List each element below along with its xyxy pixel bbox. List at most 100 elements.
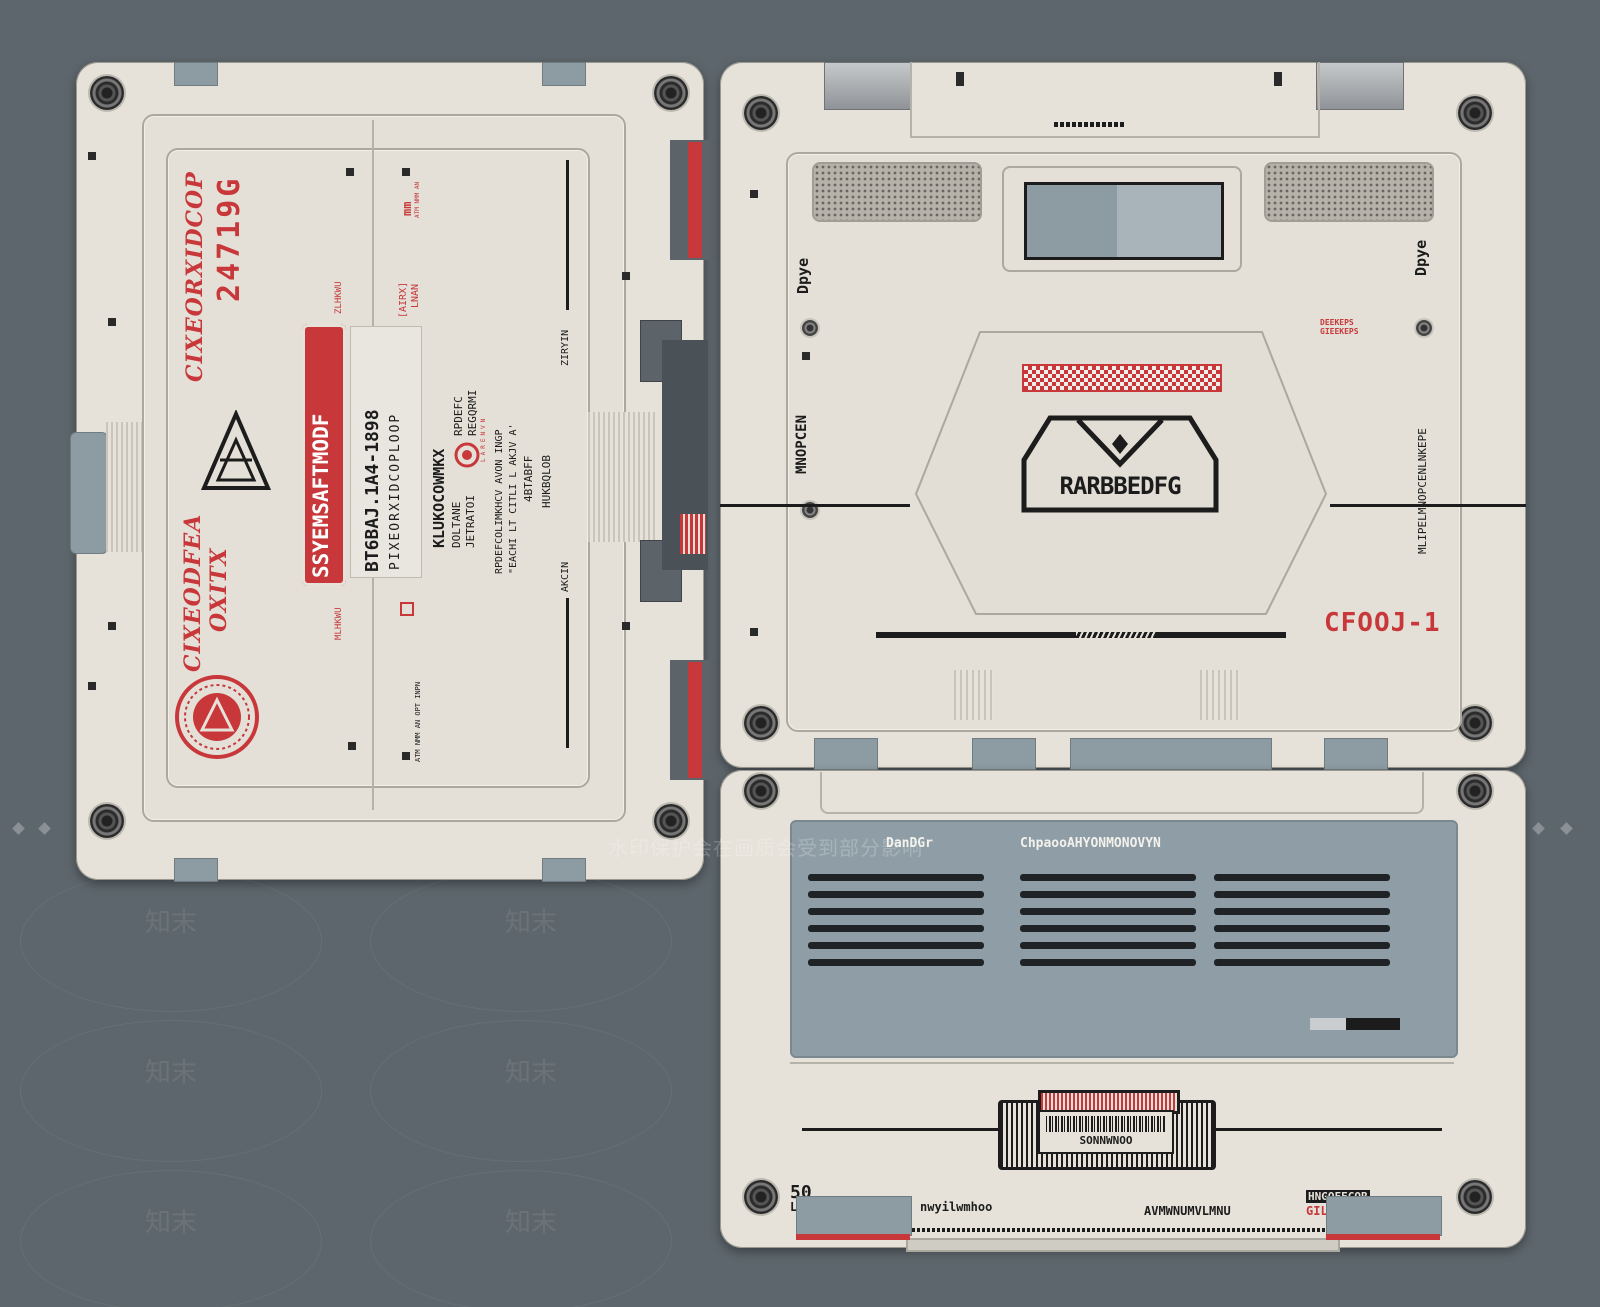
vent-slot: [1214, 942, 1390, 949]
side-label-left: Dpye: [794, 257, 812, 294]
watermark-pattern: 知末 知末 知末 知末 知末 知末: [0, 830, 1600, 1307]
screw-icon: [744, 1180, 778, 1214]
info-line-3: 4BTABFF: [522, 455, 535, 502]
bottom-right-panel: DanDGr ChpaooAHYONMONOVYN SONNWNOO 50 LV…: [720, 770, 1526, 1252]
red-seal-icon: [175, 675, 259, 759]
vent-slot: [1214, 891, 1390, 898]
model-card: [350, 326, 422, 578]
screw-icon: [1458, 706, 1492, 740]
small-screw-icon: [1416, 320, 1432, 336]
vert-left: MNOPCEN: [794, 414, 810, 474]
vent-slot: [808, 942, 984, 949]
watermark-text: 知末: [505, 1208, 558, 1238]
checker-strip: [1022, 364, 1222, 392]
hinge-strip: [640, 140, 722, 800]
house-logo-icon: [1021, 415, 1219, 513]
top-bar: [910, 62, 1320, 138]
vent-slot: [1020, 908, 1196, 915]
bottom-tab: [174, 858, 218, 882]
info-col2-a: RPDEFC: [452, 396, 465, 436]
vent-slot: [1214, 908, 1390, 915]
watermark-text: 知末: [505, 908, 558, 938]
info-title: KLUKOCOWMKX: [430, 448, 448, 548]
logo-text: RARBBEDFG: [1059, 472, 1181, 500]
screw-icon: [654, 76, 688, 110]
triangle-logo-icon: [200, 410, 272, 490]
tag-zlhkwu: ZLHKWU: [334, 281, 344, 314]
center-hexagon: [914, 331, 1328, 615]
progress-bar: [876, 632, 1286, 638]
vent-slot: [1214, 874, 1390, 881]
top-right-panel: Dpye Dpye MNOPCEN MLIPELMNOPCENLNKEPE DE…: [720, 62, 1526, 770]
watermark-notice: 水印保护会在画质会受到部分影响: [608, 836, 923, 860]
vent-slot: [1020, 959, 1196, 966]
speaker-grille-right: [1264, 162, 1434, 222]
vent-slot: [808, 908, 984, 915]
top-tab: [542, 62, 586, 86]
bracket-a: [AIRX]: [398, 281, 409, 318]
target-icon: [454, 442, 480, 468]
speaker-grille-left: [812, 162, 982, 222]
screen-bay: [1002, 166, 1242, 272]
watermark-text: 知末: [505, 1058, 558, 1088]
tag-akcin: AKCIN: [560, 561, 571, 592]
vent-slot: [1214, 925, 1390, 932]
info-col1-b: JETRATOI: [464, 495, 477, 548]
tag-ziryin: ZIRYIN: [560, 329, 571, 366]
screw-icon: [1458, 96, 1492, 130]
red-badge: [302, 324, 346, 586]
model-red: CFOOJ-1: [1324, 608, 1441, 638]
vent-slot: [808, 925, 984, 932]
vent-slot: [1020, 874, 1196, 881]
side-label-right: Dpye: [1412, 239, 1430, 276]
info-line-1: RPDEFCOLIMKHCV AVON INGP: [494, 429, 505, 575]
small-red-label: DEEKEPS GIEEKEPS: [1320, 318, 1359, 336]
brand-line-1: CIXEORXIDCOP: [182, 171, 208, 382]
small-screw-icon: [802, 320, 818, 336]
info-col1-a: DOLTANE: [450, 501, 463, 548]
model-code: BT6BAJ.1A4-1898: [362, 409, 383, 572]
screw-icon: [1458, 774, 1492, 808]
brand-code: 24719G: [212, 175, 247, 302]
vent-slot: [1214, 959, 1390, 966]
model-sub: PIXEORXIDCOPLOOP: [388, 412, 403, 570]
brand-line-3: OXITX: [206, 547, 232, 632]
target-text: LARENVN: [480, 415, 487, 462]
brand-line-2: CIXEODFEA: [180, 513, 206, 672]
watermark-text: 知末: [145, 1208, 198, 1238]
right-ribs: [588, 412, 658, 542]
left-back-panel: CIXEORXIDCOP 24719G CIXEODFEA OXITX SSYE…: [70, 62, 704, 882]
vent-slot: [1020, 942, 1196, 949]
bracket-b: LNAN: [410, 283, 421, 308]
unit-mm: mm: [400, 201, 414, 216]
info-col2-b: REGQRMI: [466, 389, 479, 436]
watermark-text: 知末: [145, 1058, 198, 1088]
unit-small: ATM NMM AN: [414, 181, 421, 218]
vent-slot: [808, 959, 984, 966]
tag-mlhkwu: MLHKWU: [334, 607, 344, 640]
barcode-text: SONNWNOO: [1079, 1134, 1133, 1147]
screw-icon: [90, 804, 124, 838]
badge-label: SSYEMSAFTMODF: [309, 413, 333, 578]
hinge-left: [824, 62, 912, 110]
screw-icon: [744, 706, 778, 740]
hinge-right: [1316, 62, 1404, 110]
screw-icon: [90, 76, 124, 110]
side-grip: [70, 432, 108, 554]
vert-right: MLIPELMNOPCENLNKEPE: [1416, 428, 1429, 554]
screw-icon: [654, 804, 688, 838]
watermark-text: 知末: [145, 908, 198, 938]
vent-slot: [1020, 925, 1196, 932]
vent-slot: [808, 891, 984, 898]
vent-slot: [1020, 891, 1196, 898]
screw-icon: [1458, 1180, 1492, 1214]
screen-window[interactable]: [1024, 182, 1224, 260]
bottom-tab: [542, 858, 586, 882]
info-line-4: HUKBQLOB: [540, 455, 553, 508]
small-square-icon: [400, 602, 414, 616]
top-tab: [174, 62, 218, 86]
info-line-2: "EACHI LT CITLI L AKJV A': [508, 423, 519, 574]
vent-slot: [808, 874, 984, 881]
vent-label-left: DanDGr: [886, 836, 933, 851]
vent-label-right: ChpaooAHYONMONOVYN: [1020, 836, 1161, 851]
